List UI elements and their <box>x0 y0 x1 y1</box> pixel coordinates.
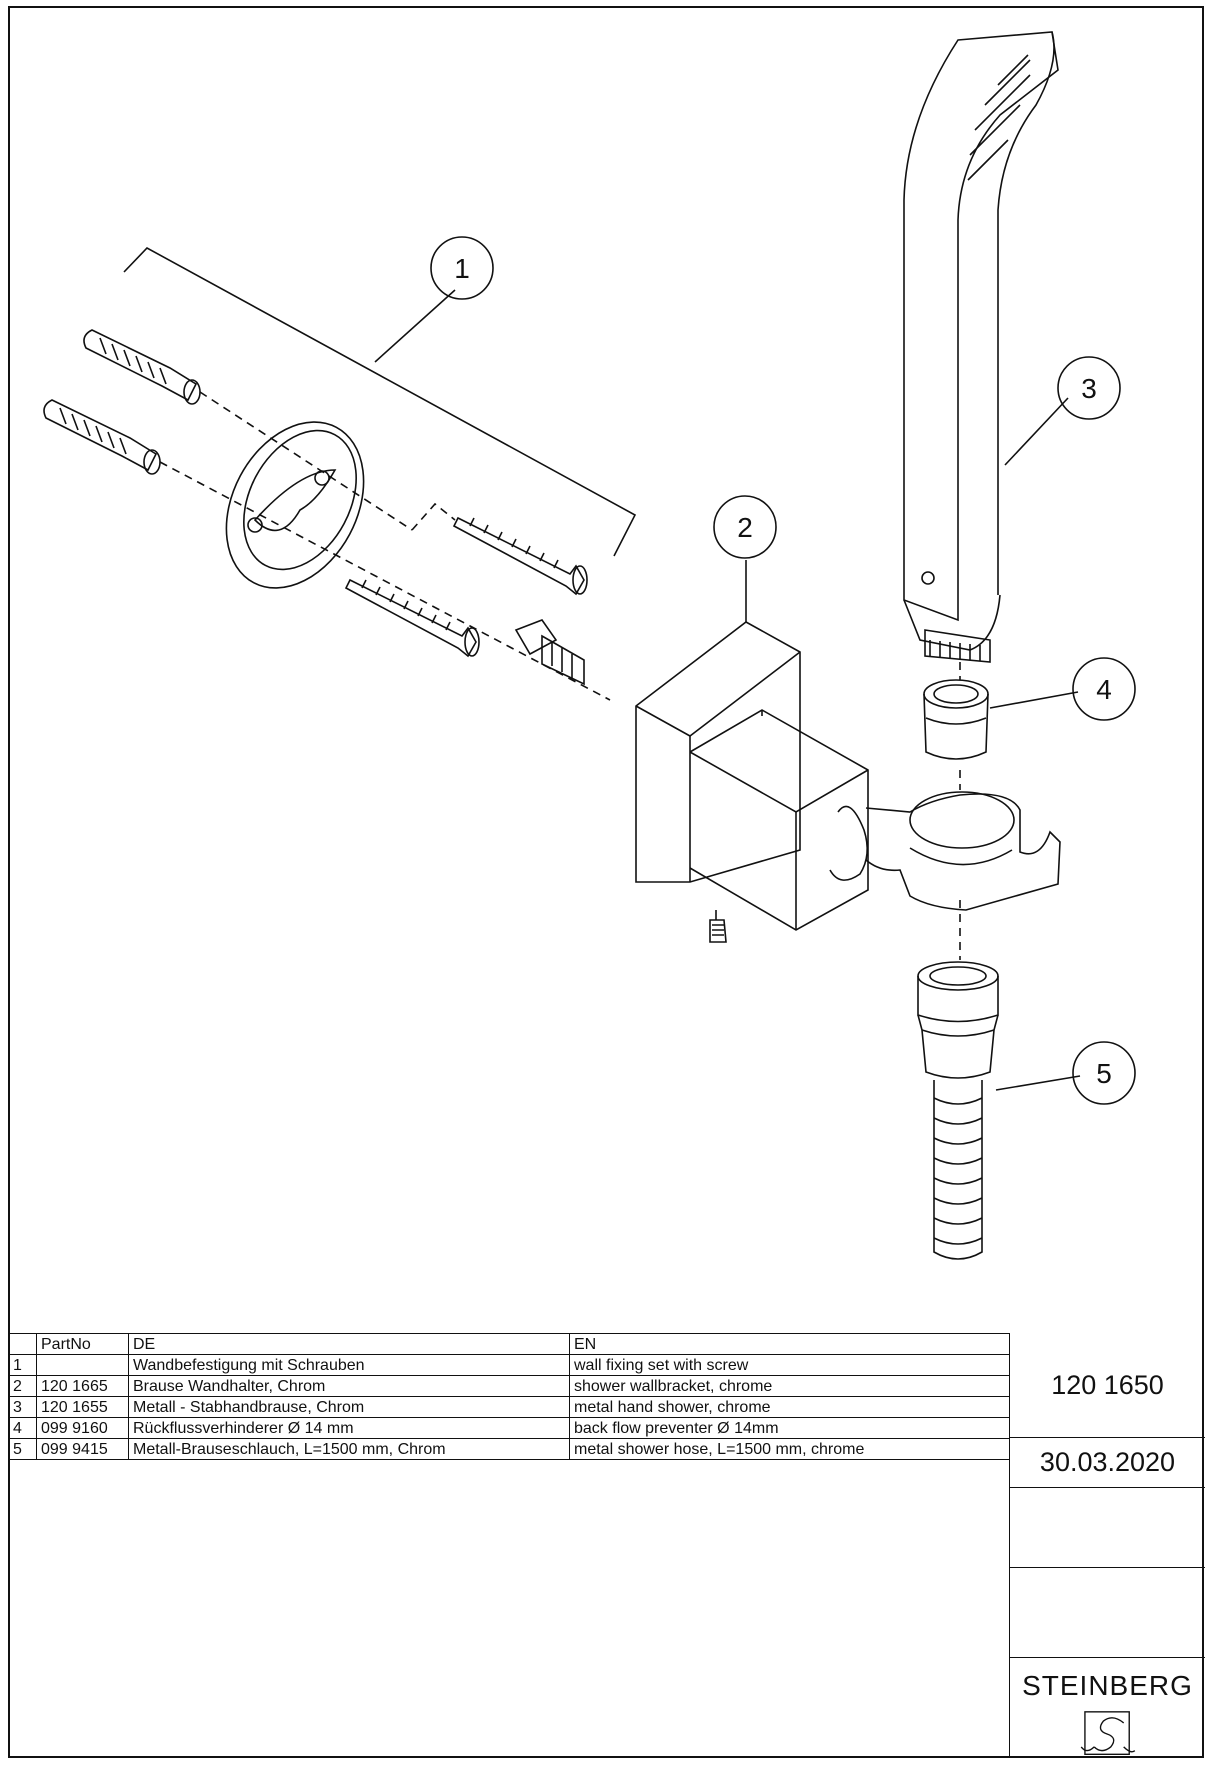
title-block-empty-cell <box>1010 1488 1205 1568</box>
description-en: wall fixing set with screw <box>569 1354 1010 1376</box>
table-row: 3 120 1655 Metall - Stabhandbrause, Chro… <box>8 1396 1010 1418</box>
callout-5: 5 <box>1072 1041 1136 1105</box>
hex-bolt <box>514 619 585 686</box>
table-row: 4 099 9160 Rückflussverhinderer Ø 14 mm … <box>8 1417 1010 1439</box>
description-en: shower wallbracket, chrome <box>569 1375 1010 1397</box>
callout-label-4: 4 <box>1096 674 1112 705</box>
table-row: 1 Wandbefestigung mit Schrauben wall fix… <box>8 1354 1010 1376</box>
document-number: 120 1650 <box>1010 1333 1205 1438</box>
table-header-row: PartNo DE EN <box>8 1333 1010 1355</box>
description-de: Metall - Stabhandbrause, Chrom <box>128 1396 570 1418</box>
table-row: 5 099 9415 Metall-Brauseschlauch, L=1500… <box>8 1438 1010 1460</box>
row-index: 2 <box>8 1375 37 1397</box>
header-cell: PartNo <box>36 1333 129 1355</box>
table-row: 2 120 1665 Brause Wandhalter, Chrom show… <box>8 1375 1010 1397</box>
description-en: metal shower hose, L=1500 mm, chrome <box>569 1438 1010 1460</box>
row-index: 1 <box>8 1354 37 1376</box>
row-index: 3 <box>8 1396 37 1418</box>
brand-cell: STEINBERG <box>1010 1658 1205 1758</box>
callout-label-3: 3 <box>1081 373 1097 404</box>
row-index: 4 <box>8 1417 37 1439</box>
callout-label-1: 1 <box>454 253 470 284</box>
part-number: 120 1665 <box>36 1375 129 1397</box>
drawing-date: 30.03.2020 <box>1010 1438 1205 1488</box>
parts-table: PartNo DE EN 1 Wandbefestigung mit Schra… <box>8 1333 1010 1460</box>
description-de: Rückflussverhinderer Ø 14 mm <box>128 1417 570 1439</box>
drawing-frame <box>8 6 1204 1758</box>
steinberg-logo-icon <box>1080 1711 1135 1755</box>
header-cell: DE <box>128 1333 570 1355</box>
assembly-axis-lines <box>159 391 961 960</box>
screw-lower <box>344 578 480 658</box>
part-number: 099 9160 <box>36 1417 129 1439</box>
title-block: 120 1650 30.03.2020 STEINBERG <box>1009 1333 1205 1758</box>
leader-lines <box>745 397 1081 1091</box>
callout-label-2: 2 <box>737 512 753 543</box>
exploded-view-drawing: 1 2 3 4 5 <box>43 31 1136 1260</box>
mounting-ring <box>225 421 365 589</box>
callout-1: 1 <box>430 236 494 300</box>
description-de: Brause Wandhalter, Chrom <box>128 1375 570 1397</box>
group-bracket-1 <box>123 247 637 557</box>
backflow-preventer <box>923 679 989 760</box>
title-block-empty-cell <box>1010 1568 1205 1658</box>
header-cell <box>8 1333 37 1355</box>
description-de: Wandbefestigung mit Schrauben <box>128 1354 570 1376</box>
description-en: metal hand shower, chrome <box>569 1396 1010 1418</box>
header-cell: EN <box>569 1333 1010 1355</box>
callout-3: 3 <box>1057 356 1121 420</box>
part-number: 120 1655 <box>36 1396 129 1418</box>
callout-label-5: 5 <box>1096 1058 1112 1089</box>
callout-2: 2 <box>713 495 777 559</box>
hand-shower <box>903 31 1059 663</box>
brand-name: STEINBERG <box>1022 1670 1193 1701</box>
description-de: Metall-Brauseschlauch, L=1500 mm, Chrom <box>128 1438 570 1460</box>
wall-plug-upper <box>83 329 201 405</box>
part-number <box>36 1354 129 1376</box>
description-en: back flow preventer Ø 14mm <box>569 1417 1010 1439</box>
shower-hose <box>917 961 999 1260</box>
wall-plug-lower <box>43 399 161 475</box>
screw-upper <box>452 516 588 596</box>
row-index: 5 <box>8 1438 37 1460</box>
callout-4: 4 <box>1072 657 1136 721</box>
part-number: 099 9415 <box>36 1438 129 1460</box>
wall-bracket <box>635 621 1061 943</box>
